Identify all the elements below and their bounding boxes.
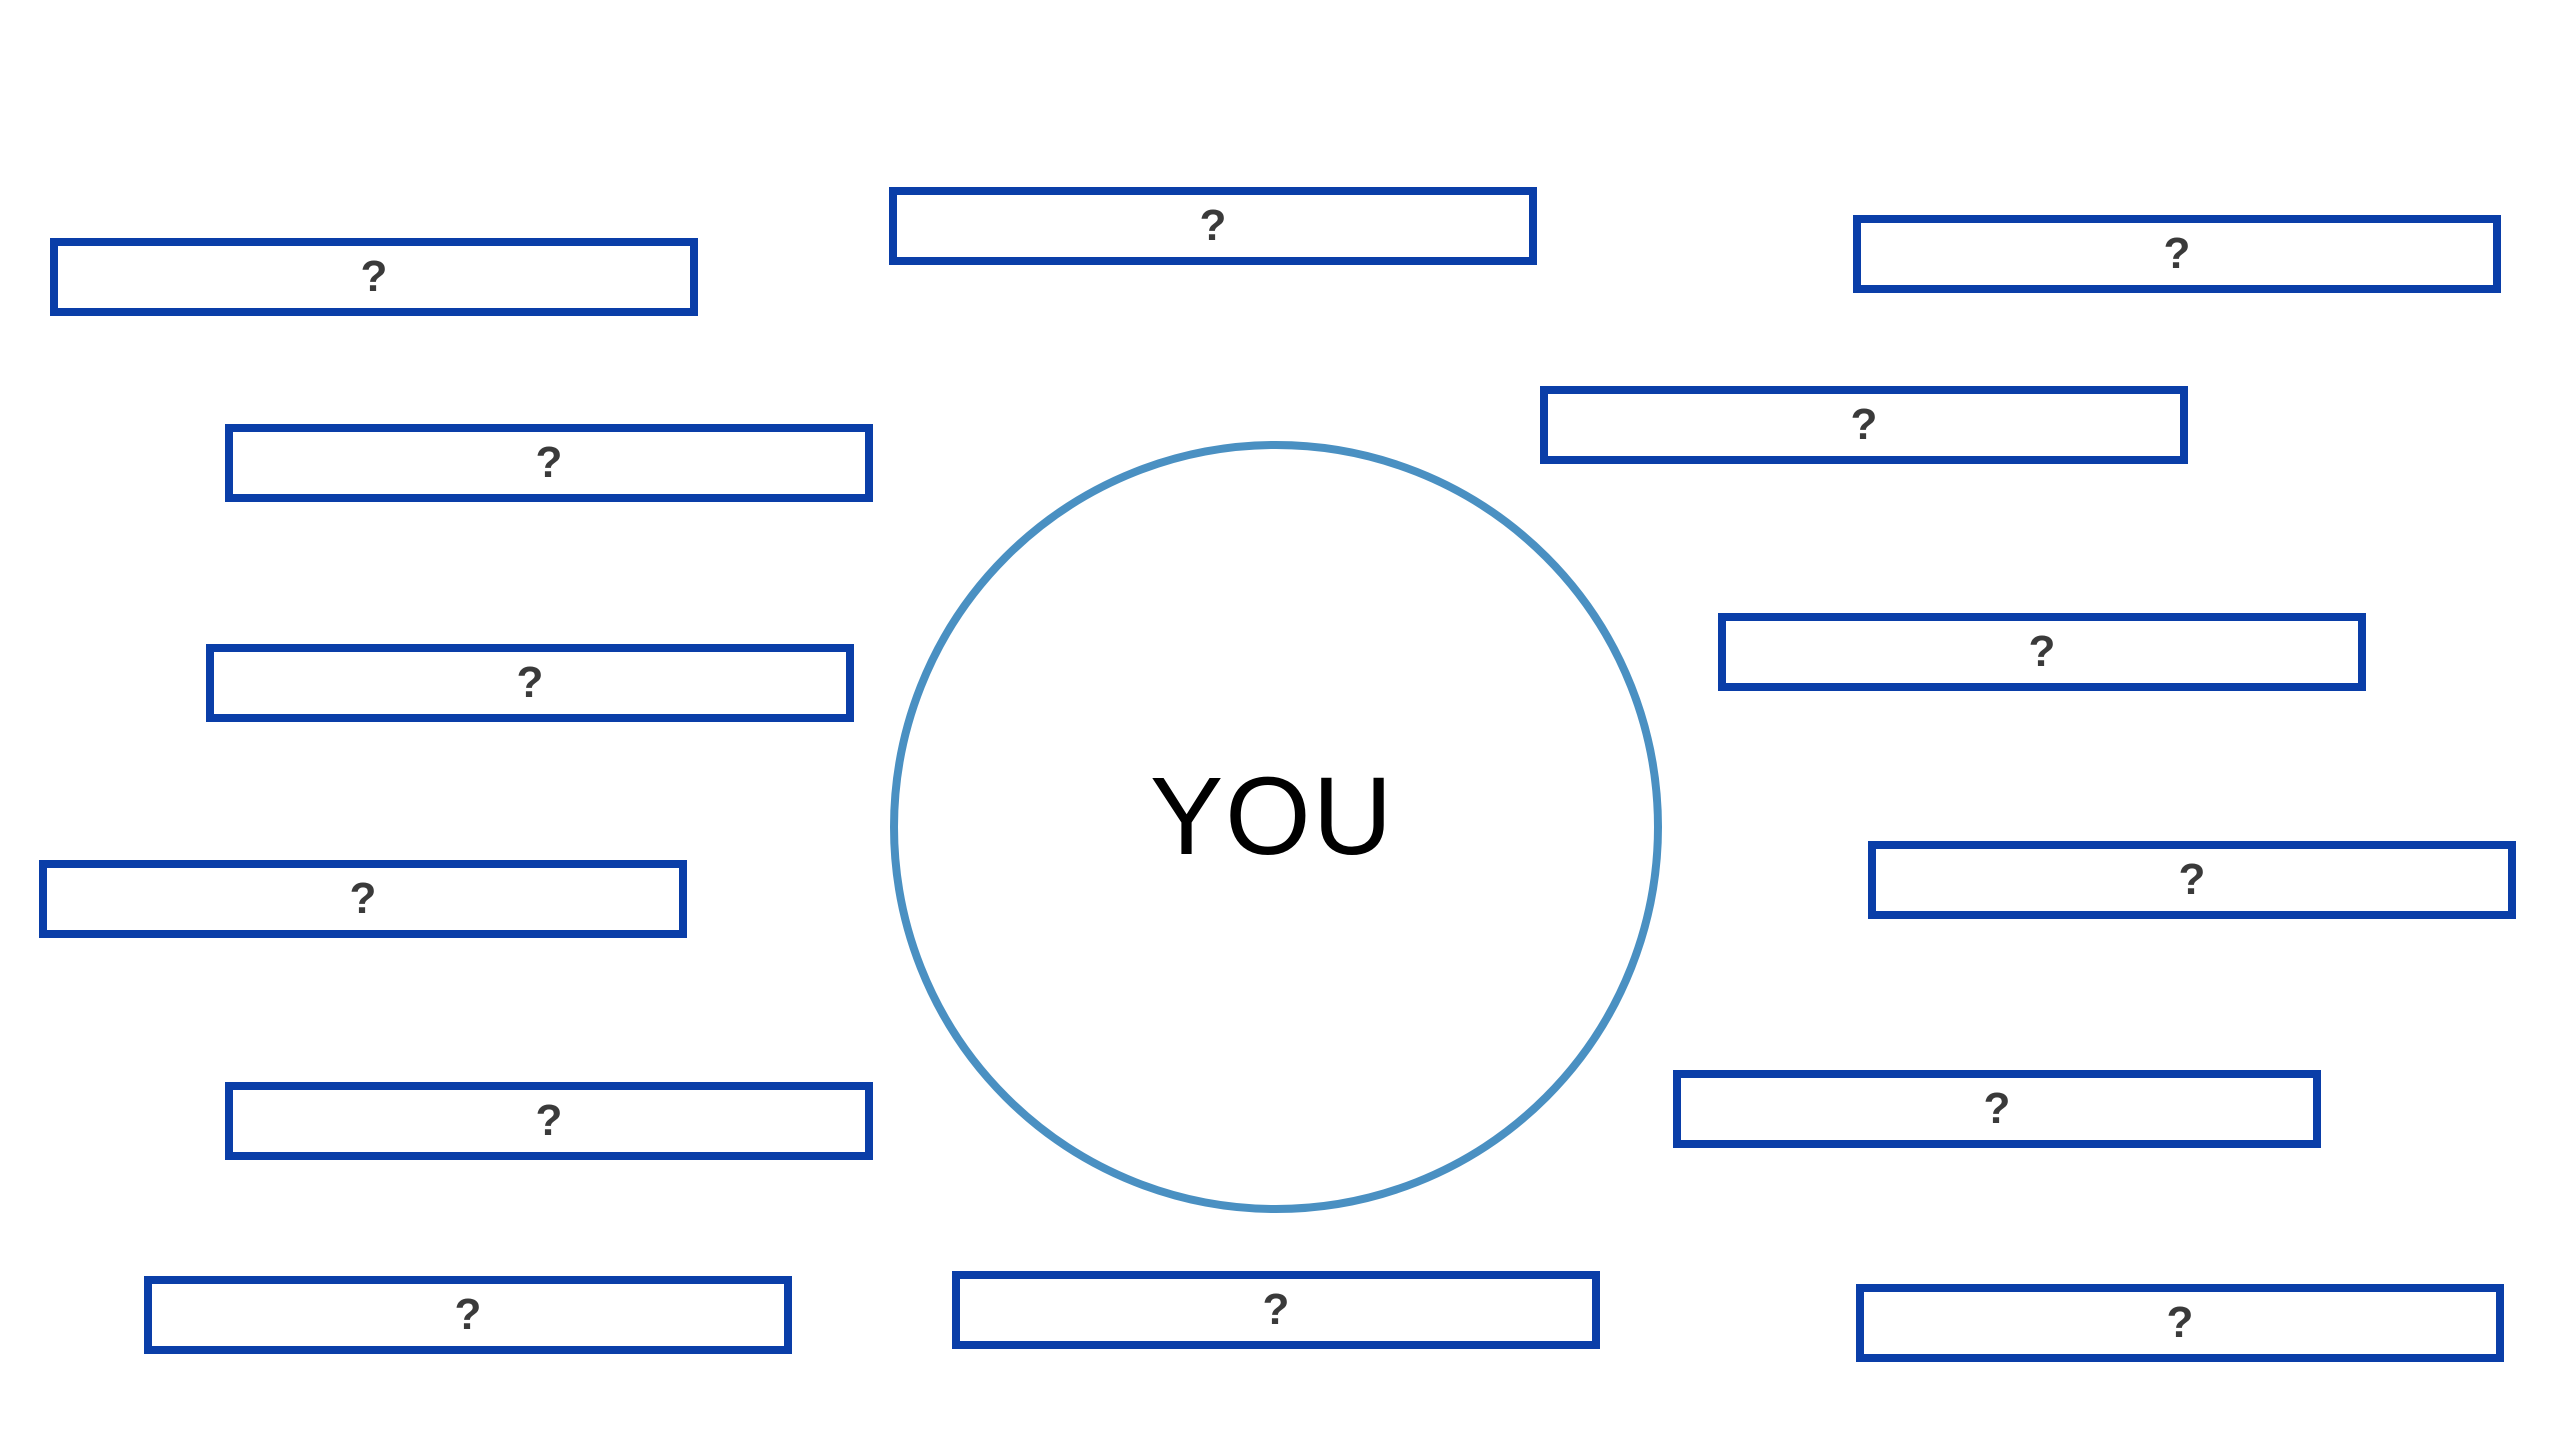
box-placeholder: ?	[535, 438, 563, 487]
answer-box[interactable]: ?	[1673, 1070, 2321, 1148]
box-placeholder: ?	[516, 658, 544, 707]
answer-box[interactable]: ?	[225, 1082, 873, 1160]
answer-box[interactable]: ?	[889, 187, 1537, 265]
box-placeholder: ?	[2178, 855, 2206, 904]
answer-box[interactable]: ?	[952, 1271, 1600, 1349]
answer-box[interactable]: ?	[1868, 841, 2516, 919]
center-label: YOU	[1149, 754, 1395, 878]
box-placeholder: ?	[1262, 1285, 1290, 1334]
box-placeholder: ?	[454, 1290, 482, 1339]
box-placeholder: ?	[535, 1096, 563, 1145]
box-placeholder: ?	[2166, 1298, 2194, 1347]
answer-box[interactable]: ?	[1718, 613, 2366, 691]
box-placeholder: ?	[349, 874, 377, 923]
box-placeholder: ?	[1199, 201, 1227, 250]
answer-box[interactable]: ?	[1540, 386, 2188, 464]
answer-box[interactable]: ?	[1853, 215, 2501, 293]
answer-box[interactable]: ?	[206, 644, 854, 722]
answer-box[interactable]: ?	[39, 860, 687, 938]
box-placeholder: ?	[2028, 627, 2056, 676]
box-placeholder: ?	[1850, 400, 1878, 449]
answer-box[interactable]: ?	[1856, 1284, 2504, 1362]
box-placeholder: ?	[360, 252, 388, 301]
answer-box[interactable]: ?	[50, 238, 698, 316]
box-placeholder: ?	[1983, 1084, 2011, 1133]
answer-box[interactable]: ?	[225, 424, 873, 502]
answer-box[interactable]: ?	[144, 1276, 792, 1354]
box-placeholder: ?	[2163, 229, 2191, 278]
center-circle: YOU	[890, 441, 1662, 1213]
